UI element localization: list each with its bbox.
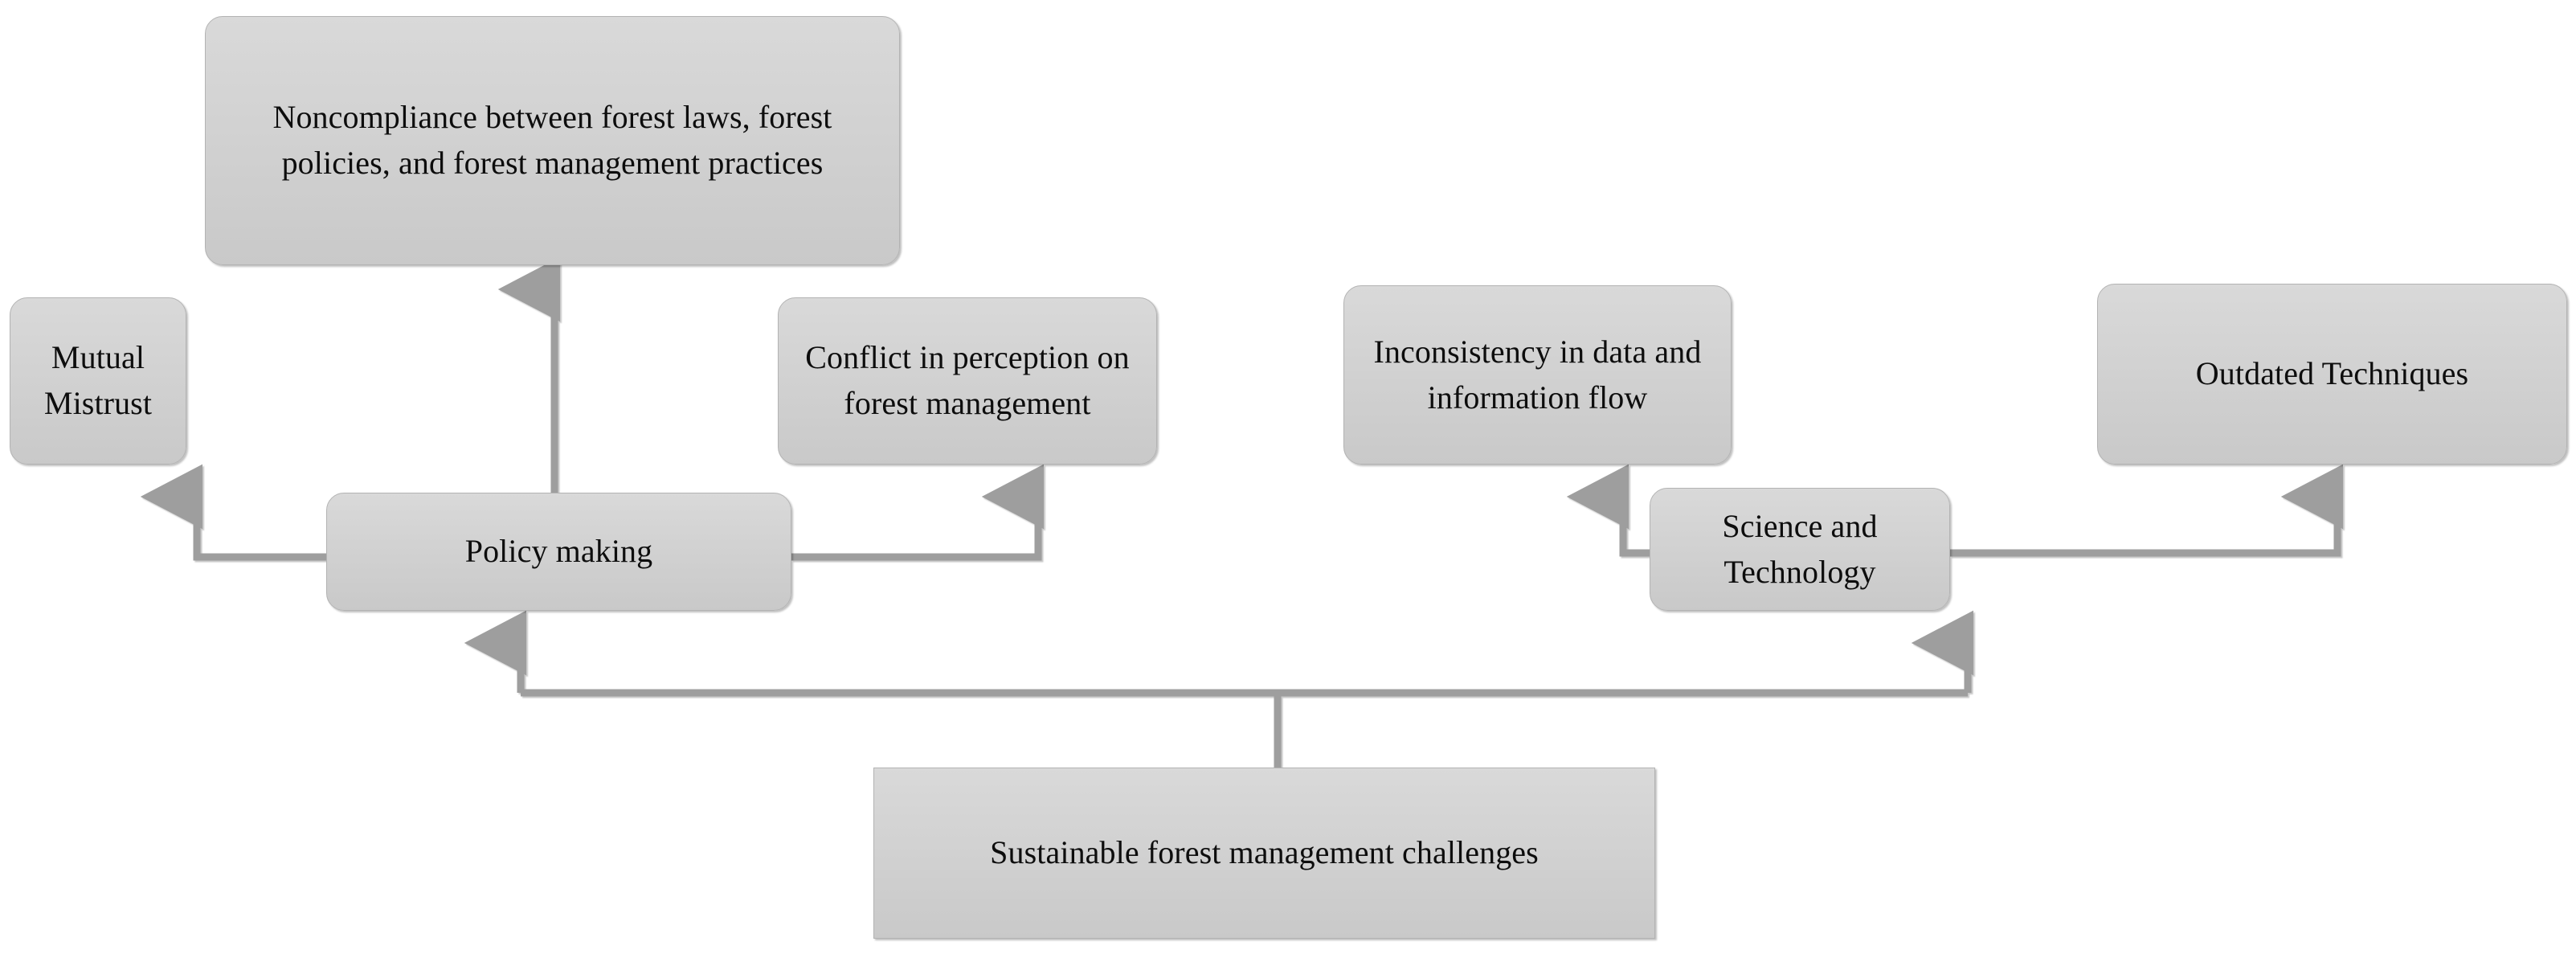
node-sustainable-forest-management-challenges-label: Sustainable forest management challenges <box>990 834 1539 871</box>
node-outdated-techniques-label: Outdated Techniques <box>2195 355 2469 392</box>
node-mutual-mistrust-label: Mutual Mistrust <box>43 339 153 421</box>
edge-policy-making-to-mutual-mistrust <box>140 464 326 561</box>
node-inconsistency-in-data-label: Inconsistency in data and information fl… <box>1373 333 1702 416</box>
node-conflict-in-perception[interactable]: Conflict in perception on forest managem… <box>778 297 1157 465</box>
node-inconsistency-in-data[interactable]: Inconsistency in data and information fl… <box>1343 285 1732 465</box>
edge-science-technology-to-inconsistency <box>1566 464 1650 557</box>
node-noncompliance[interactable]: Noncompliance between forest laws, fores… <box>205 16 900 265</box>
node-science-and-technology[interactable]: Science and Technology <box>1650 488 1950 611</box>
node-policy-making[interactable]: Policy making <box>326 493 791 611</box>
node-sustainable-forest-management-challenges[interactable]: Sustainable forest management challenges <box>873 768 1655 939</box>
node-mutual-mistrust[interactable]: Mutual Mistrust <box>10 297 186 465</box>
node-science-and-technology-label: Science and Technology <box>1722 507 1878 590</box>
node-noncompliance-label: Noncompliance between forest laws, fores… <box>272 99 832 181</box>
edge-science-technology-to-outdated <box>1950 464 2344 557</box>
node-conflict-in-perception-label: Conflict in perception on forest managem… <box>805 339 1130 421</box>
node-policy-making-label: Policy making <box>464 533 653 570</box>
node-outdated-techniques[interactable]: Outdated Techniques <box>2097 284 2567 465</box>
edge-policy-making-to-conflict <box>791 464 1045 561</box>
